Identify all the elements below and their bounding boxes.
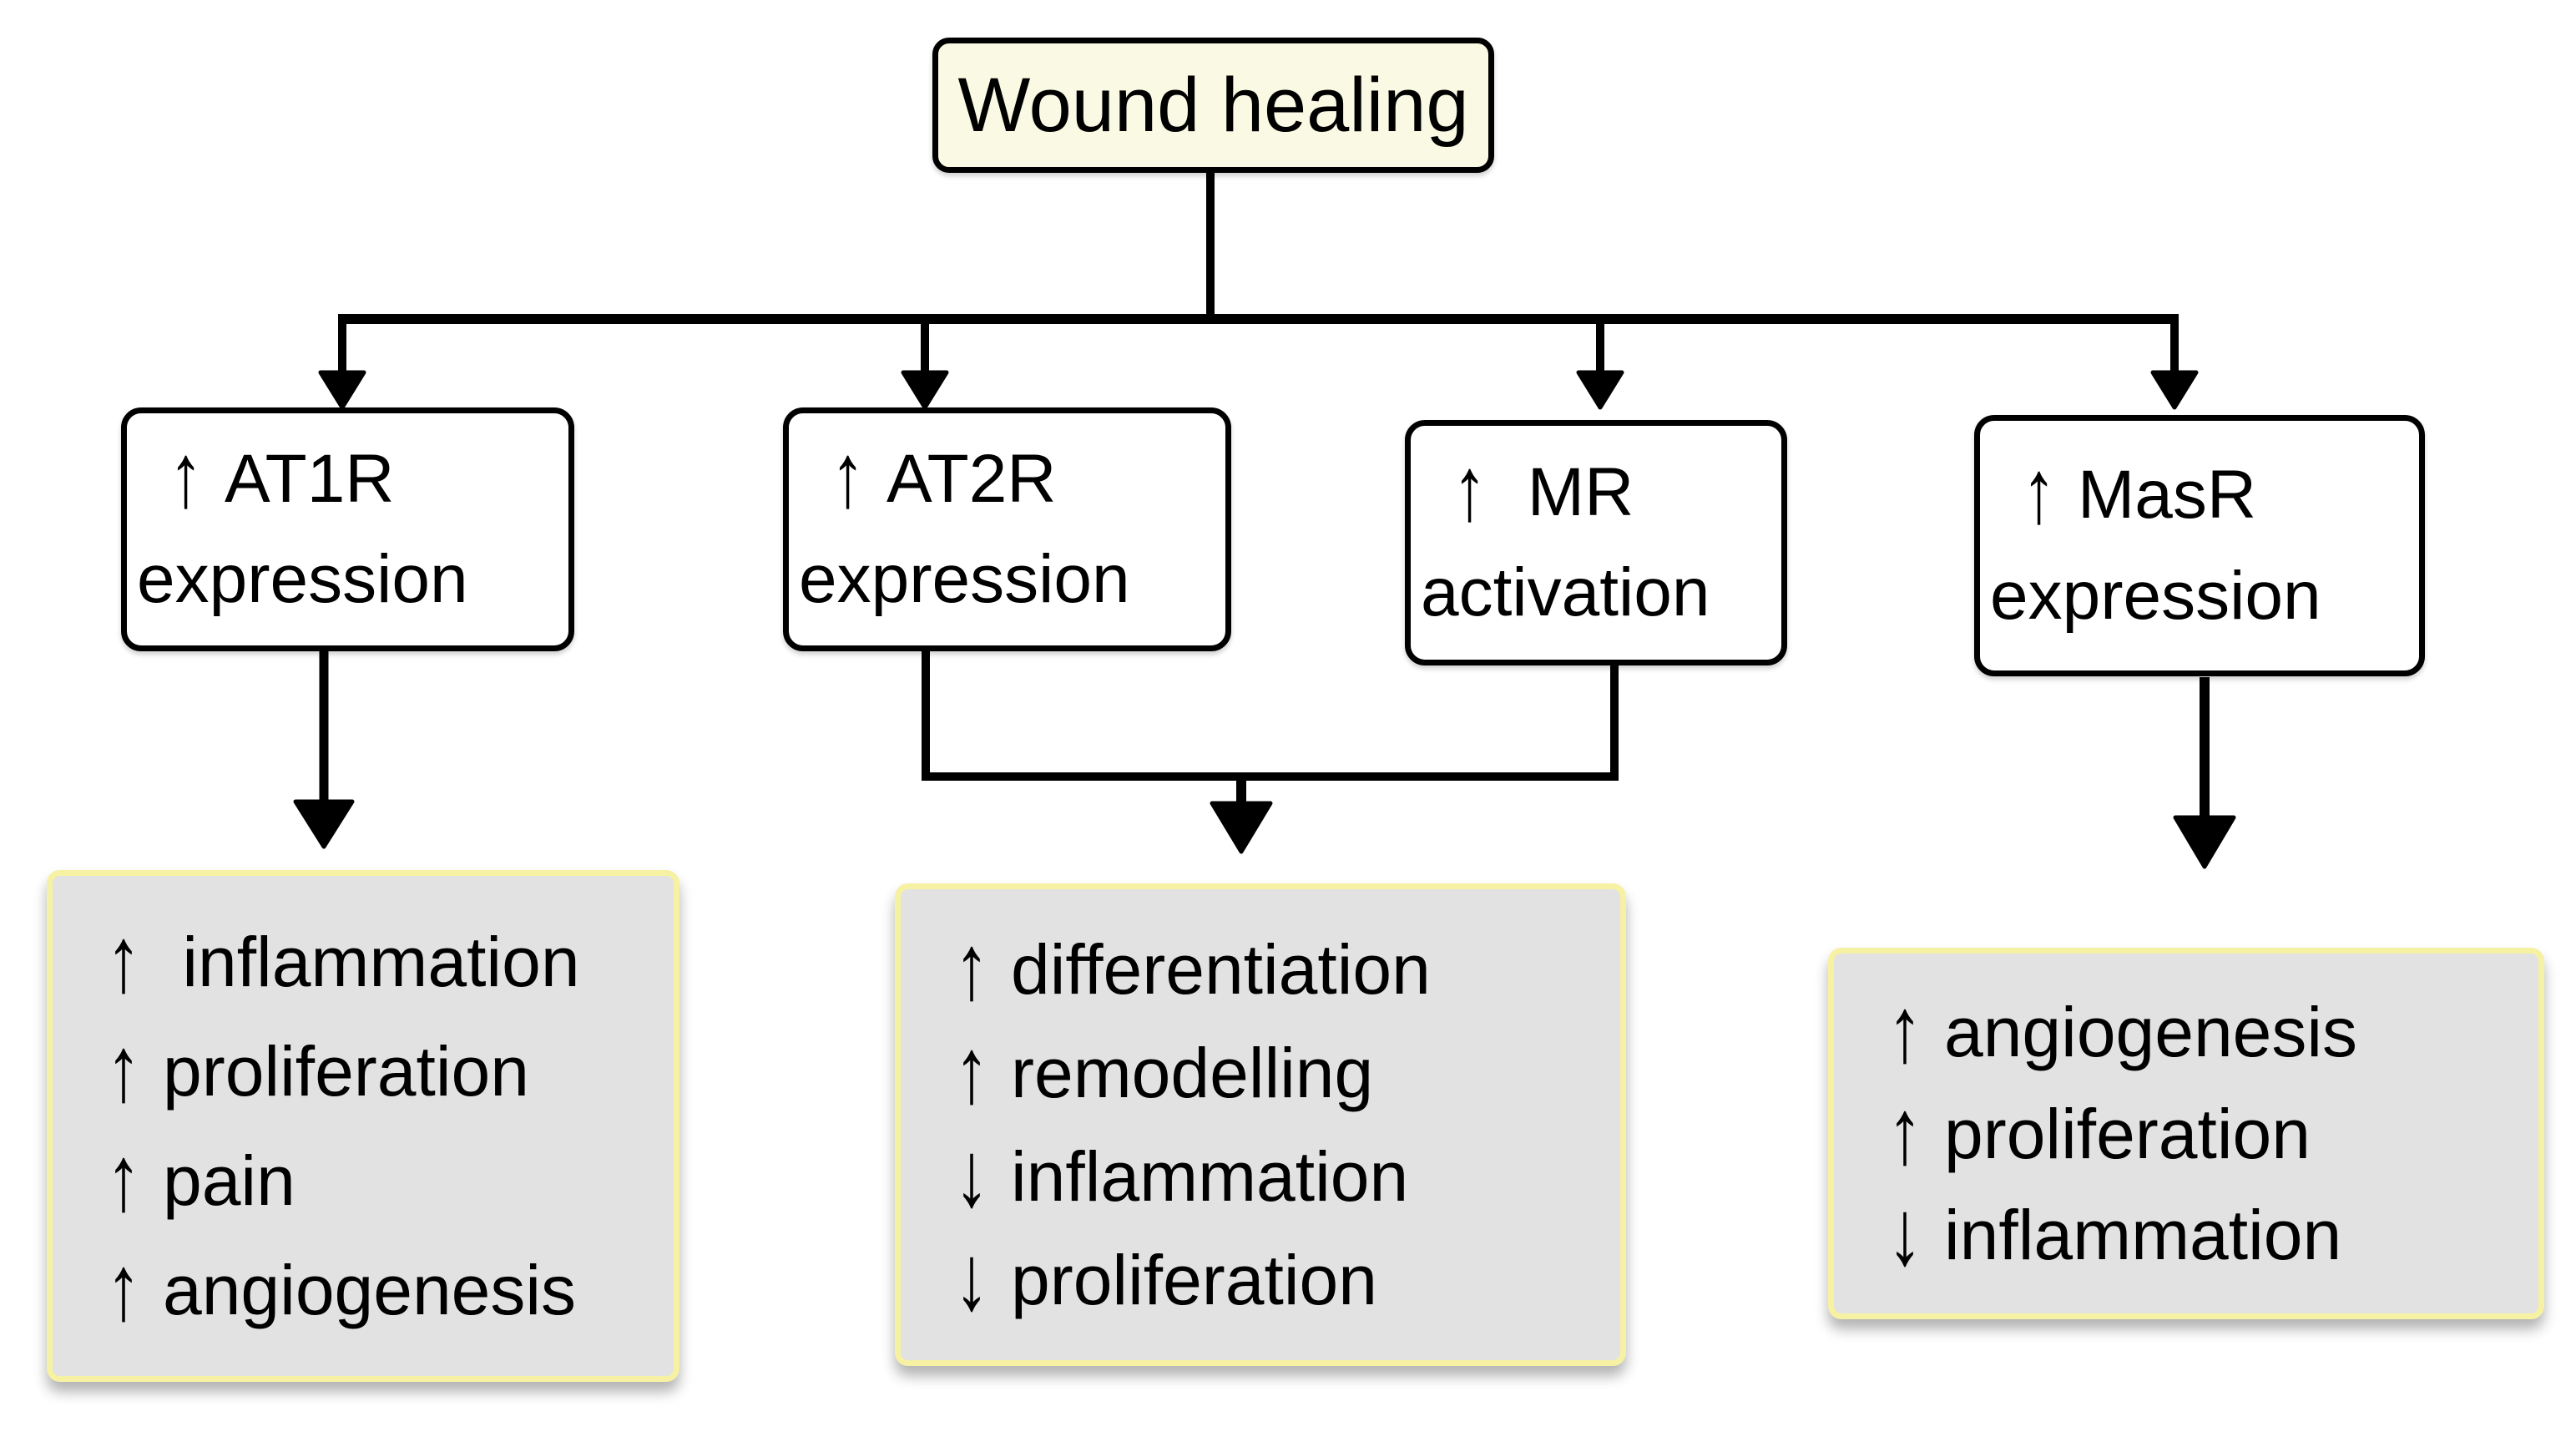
outcome-label: remodelling <box>1011 1034 1374 1112</box>
page-title: Wound healing <box>957 62 1469 148</box>
receptor-name: MR <box>1508 453 1634 530</box>
outcome-label: pain <box>163 1141 295 1220</box>
outcome-item: ↑remodelling <box>954 1024 1612 1116</box>
outcome-item: ↑angiogenesis <box>106 1241 665 1333</box>
up-arrow-icon: ↑ <box>831 425 865 526</box>
node-mr-activation: ↑ MR activation <box>1405 420 1787 665</box>
outcome-label: proliferation <box>163 1032 529 1111</box>
up-arrow-icon: ↑ <box>954 914 989 1019</box>
down-arrow-icon: ↓ <box>954 1121 989 1226</box>
outcome-label: angiogenesis <box>163 1251 577 1329</box>
outcome-label: angiogenesis <box>1944 992 2358 1071</box>
node-at2r-expression: ↑ AT2R expression <box>783 407 1231 651</box>
outcome-item: ↑proliferation <box>106 1022 665 1115</box>
node-line1: ↑ AT1R <box>137 428 568 524</box>
up-arrow-icon: ↑ <box>2022 442 2056 543</box>
node-line2: expression <box>1990 557 2321 634</box>
up-arrow-icon: ↑ <box>106 1126 141 1230</box>
up-arrow-icon: ↑ <box>954 1018 989 1122</box>
outcome-item: ↑angiogenesis <box>1887 983 2530 1075</box>
outcome-box-masr: ↑angiogenesis ↑proliferation ↓inflammati… <box>1828 948 2544 1319</box>
arrowhead-icon <box>901 370 949 410</box>
node-line2: expression <box>137 541 468 617</box>
up-arrow-icon: ↑ <box>106 1016 141 1121</box>
outcome-label: proliferation <box>1944 1094 2311 1173</box>
up-arrow-icon: ↑ <box>1452 438 1487 539</box>
outcome-item: ↑differentiation <box>954 920 1612 1013</box>
down-arrow-icon: ↓ <box>954 1225 989 1329</box>
outcome-item: ↑pain <box>106 1131 665 1224</box>
outcome-box-at2r-mr: ↑differentiation ↑remodelling ↓inflammat… <box>895 883 1626 1366</box>
node-wound-healing: Wound healing <box>932 38 1494 173</box>
outcome-item: ↑ inflammation <box>106 913 665 1005</box>
node-line1: ↑ AT2R <box>799 428 1225 524</box>
outcome-item: ↑proliferation <box>1887 1085 2530 1177</box>
arrowhead-icon <box>2150 370 2199 410</box>
receptor-name: AT2R <box>886 440 1057 517</box>
outcome-label: proliferation <box>1011 1241 1377 1319</box>
outcome-box-at1r: ↑ inflammation ↑proliferation ↑pain ↑ang… <box>47 870 679 1382</box>
outcome-item: ↓proliferation <box>954 1231 1612 1323</box>
node-line1: ↑ MR <box>1421 442 1781 537</box>
outcome-label: differentiation <box>1011 930 1431 1009</box>
down-arrow-icon: ↓ <box>1887 1180 1922 1285</box>
node-at1r-expression: ↑ AT1R expression <box>121 407 574 651</box>
arrowhead-icon <box>293 799 355 849</box>
arrowhead-icon <box>318 370 366 410</box>
node-line1: ↑ MasR <box>1990 445 2419 540</box>
up-arrow-icon: ↑ <box>1887 1079 1922 1183</box>
node-line2: expression <box>799 541 1130 617</box>
outcome-item: ↓inflammation <box>954 1127 1612 1220</box>
arrowhead-icon <box>1210 801 1273 854</box>
arrowhead-icon <box>1576 370 1624 410</box>
outcome-label: inflammation <box>1011 1137 1409 1216</box>
outcome-label: inflammation <box>163 923 580 1001</box>
receptor-name: MasR <box>2078 457 2257 534</box>
up-arrow-icon: ↑ <box>169 425 203 526</box>
up-arrow-icon: ↑ <box>106 1235 141 1339</box>
outcome-label: inflammation <box>1944 1196 2342 1275</box>
up-arrow-icon: ↑ <box>106 907 141 1011</box>
node-line2: activation <box>1421 554 1710 630</box>
node-masr-expression: ↑ MasR expression <box>1974 415 2425 676</box>
arrowhead-icon <box>2173 815 2236 869</box>
up-arrow-icon: ↑ <box>1887 977 1922 1081</box>
outcome-item: ↓inflammation <box>1887 1187 2530 1279</box>
receptor-name: AT1R <box>225 440 395 517</box>
